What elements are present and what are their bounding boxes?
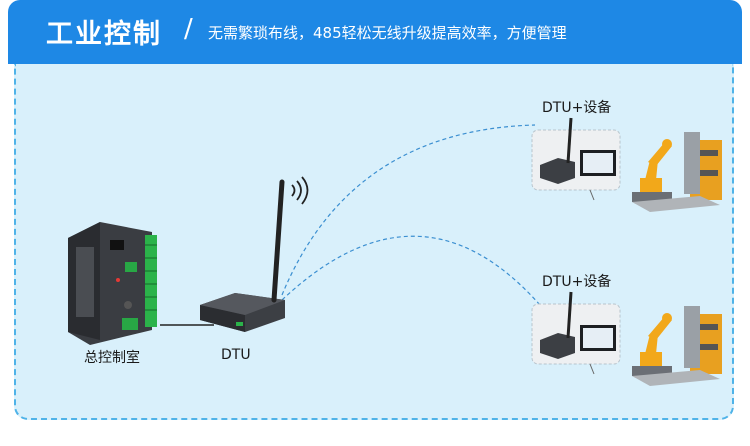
- dtu-label: DTU: [221, 347, 251, 363]
- dtu-antenna: [271, 179, 285, 303]
- controller-label: 总控制室: [84, 350, 140, 366]
- wireless-link-bottom: [281, 235, 541, 306]
- main-controller-device: [68, 222, 157, 345]
- wireless-link-top: [281, 124, 536, 296]
- device-label-top: DTU+设备: [542, 100, 612, 116]
- signal-waves-icon: [291, 176, 309, 205]
- header-banner: 工业控制 / 无需繁琐布线，485轻松无线升级提高效率，方便管理: [8, 0, 742, 64]
- robot-arm-top: [640, 139, 672, 192]
- dtu-device: [200, 179, 285, 332]
- page-title: 工业控制: [46, 19, 162, 50]
- device-group-bottom: [531, 291, 722, 386]
- robot-arm-bottom: [640, 313, 672, 366]
- page-subtitle: 无需繁琐布线，485轻松无线升级提高效率，方便管理: [208, 24, 567, 42]
- device-group-top: [531, 117, 722, 212]
- device-label-bottom: DTU+设备: [542, 274, 612, 290]
- title-separator: /: [184, 14, 193, 44]
